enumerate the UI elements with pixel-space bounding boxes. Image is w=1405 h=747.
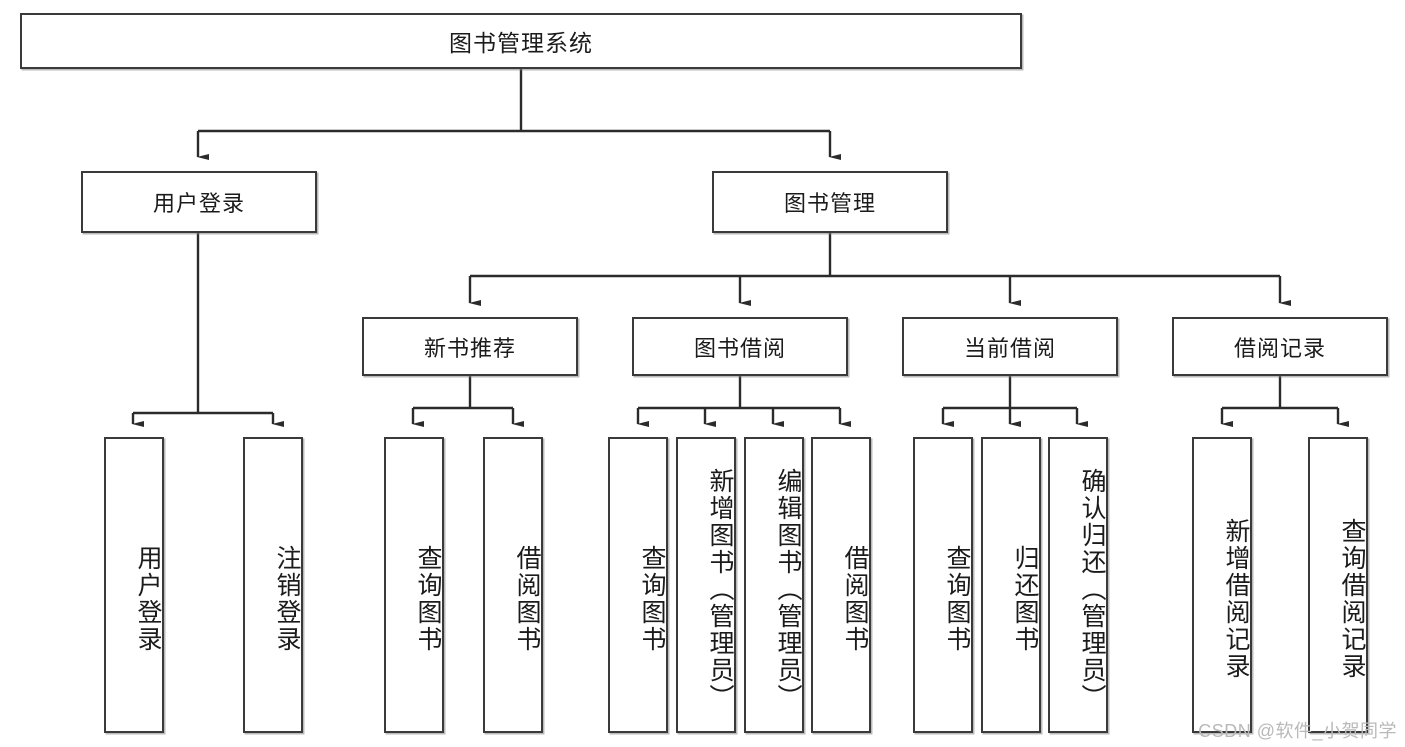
node-label: 查询图书 xyxy=(943,545,971,653)
node-label: 查询图书 xyxy=(414,545,442,653)
node-label: 用户登录 xyxy=(152,191,245,216)
leaf-borrow-book-1[interactable]: 借阅图书 xyxy=(483,437,543,733)
leaf-query-book-2[interactable]: 查询图书 xyxy=(608,437,668,733)
node-label: 当前借阅 xyxy=(963,335,1056,361)
leaf-user-login[interactable]: 用户登录 xyxy=(104,437,164,733)
leaf-add-book-admin[interactable]: 新增图书（管理员） xyxy=(676,437,736,733)
node-current-borrow[interactable]: 当前借阅 xyxy=(902,317,1118,376)
watermark: CSDN @软件_小贺同学 xyxy=(1198,721,1397,741)
leaf-confirm-return-admin[interactable]: 确认归还（管理员） xyxy=(1048,437,1108,733)
node-label: 查询借阅记录 xyxy=(1338,518,1366,680)
node-label: 归还图书 xyxy=(1011,545,1039,653)
node-borrow-record[interactable]: 借阅记录 xyxy=(1172,317,1388,376)
node-label: 确认归还（管理员） xyxy=(1078,467,1106,711)
leaf-query-book-1[interactable]: 查询图书 xyxy=(384,437,444,733)
leaf-query-borrow-record[interactable]: 查询借阅记录 xyxy=(1308,437,1368,733)
node-label: 借阅记录 xyxy=(1233,335,1326,361)
leaf-return-book[interactable]: 归还图书 xyxy=(981,437,1041,733)
node-label: 查询图书 xyxy=(638,545,666,653)
node-label: 图书借阅 xyxy=(693,335,786,361)
node-book-borrow[interactable]: 图书借阅 xyxy=(632,317,848,376)
node-book-manage[interactable]: 图书管理 xyxy=(712,171,948,233)
node-new-book-recommend[interactable]: 新书推荐 xyxy=(362,317,578,376)
node-label: 图书管理 xyxy=(783,191,876,216)
node-user-login[interactable]: 用户登录 xyxy=(81,171,317,233)
node-label: 注销登录 xyxy=(273,545,301,653)
leaf-edit-book-admin[interactable]: 编辑图书（管理员） xyxy=(744,437,804,733)
node-root[interactable]: 图书管理系统 xyxy=(20,13,1022,69)
node-label: 用户登录 xyxy=(134,545,162,653)
leaf-add-borrow-record[interactable]: 新增借阅记录 xyxy=(1192,437,1252,733)
node-label: 借阅图书 xyxy=(841,545,869,653)
leaf-borrow-book-2[interactable]: 借阅图书 xyxy=(811,437,871,733)
node-label: 图书管理系统 xyxy=(449,30,593,56)
node-label: 新增图书（管理员） xyxy=(706,467,734,711)
node-label: 借阅图书 xyxy=(513,545,541,653)
node-label: 新书推荐 xyxy=(423,335,516,361)
leaf-logout[interactable]: 注销登录 xyxy=(243,437,303,733)
leaf-query-book-3[interactable]: 查询图书 xyxy=(913,437,973,733)
node-label: 新增借阅记录 xyxy=(1222,518,1250,680)
node-label: 编辑图书（管理员） xyxy=(774,467,802,711)
